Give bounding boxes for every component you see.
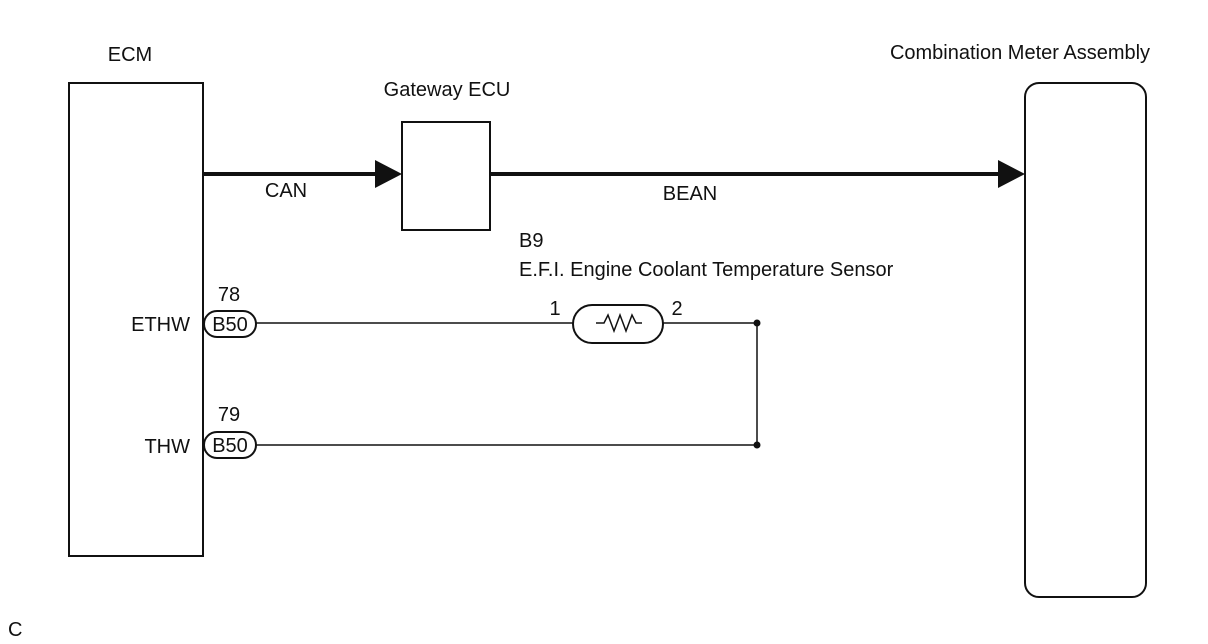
b50-connector-thw-label: B50 (212, 435, 248, 457)
combination-meter-label: Combination Meter Assembly (890, 42, 1150, 64)
ecm-box (68, 82, 204, 557)
footer-code: C (8, 619, 22, 641)
gateway-ecu-label: Gateway ECU (384, 79, 511, 101)
sensor-pin-2-label: 2 (671, 298, 682, 320)
bean-arrow (998, 160, 1025, 188)
ethw-signal-label: ETHW (131, 314, 190, 336)
gateway-ecu-box (401, 121, 491, 231)
b50-connector-ethw (203, 310, 257, 338)
bean-bus-label: BEAN (663, 183, 717, 205)
sensor-pin-1-label: 1 (549, 298, 560, 320)
pin-78-label: 78 (218, 284, 240, 306)
thw-signal-label: THW (144, 436, 190, 458)
coolant-temperature-sensor (572, 304, 664, 344)
pin-79-label: 79 (218, 404, 240, 426)
can-bus-label: CAN (265, 180, 307, 202)
b50-connector-ethw-label: B50 (212, 314, 248, 336)
can-arrow (375, 160, 402, 188)
sensor-name-label: E.F.I. Engine Coolant Temperature Sensor (519, 259, 894, 281)
resistor-icon (596, 312, 642, 334)
ecm-label: ECM (108, 44, 152, 66)
combination-meter-box (1024, 82, 1147, 598)
junction-dot-top (753, 319, 761, 327)
sensor-code-label: B9 (519, 230, 543, 252)
